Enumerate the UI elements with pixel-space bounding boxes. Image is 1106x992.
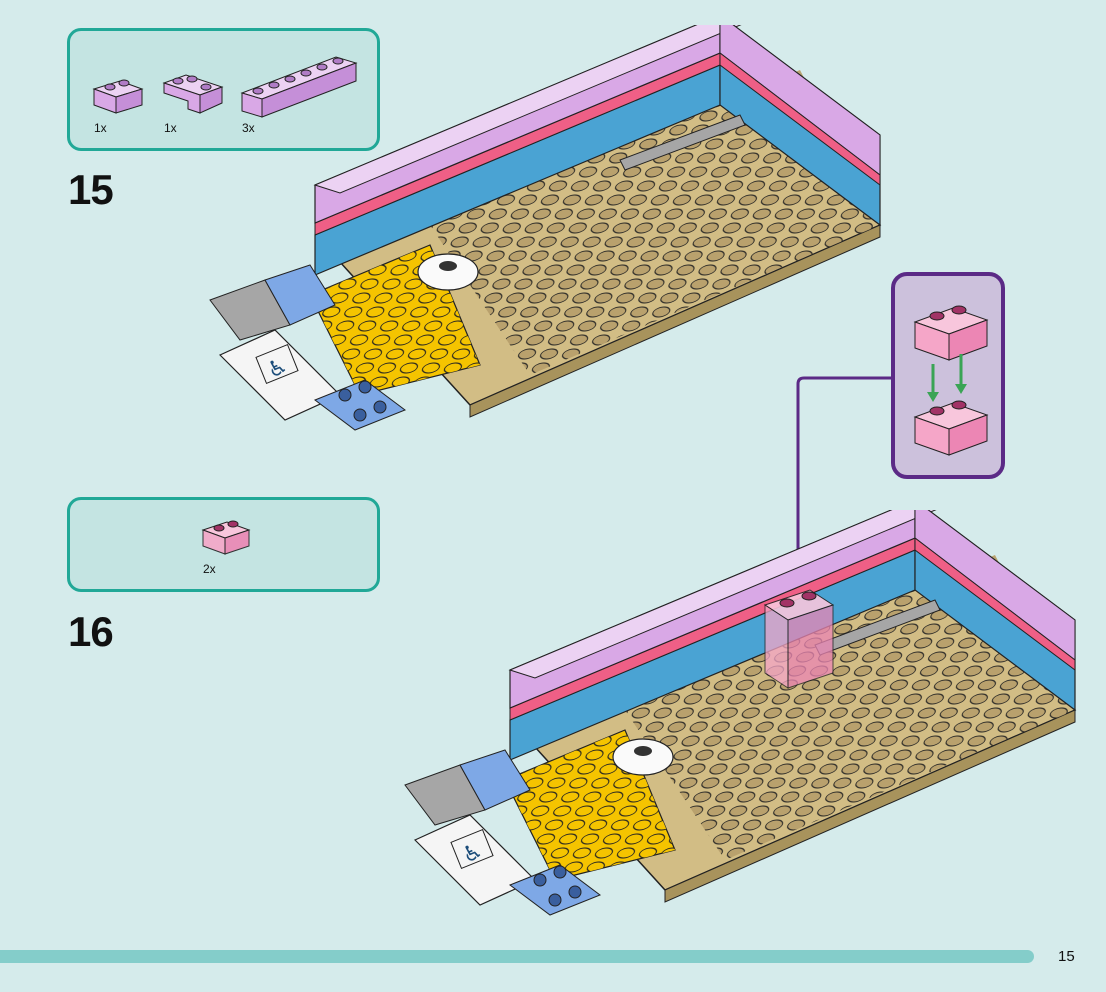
- parts-box-step-15: 1x 1x 3x: [67, 28, 380, 151]
- part-quantity: 1x: [94, 121, 107, 135]
- footer-bar: [0, 950, 1034, 963]
- page-number: 15: [1058, 948, 1075, 965]
- lavender-1x6-brick-icon: [240, 56, 358, 118]
- transparent-pink-1x2-brick-icon: [201, 520, 251, 555]
- lavender-corner-brick-icon: [162, 74, 224, 114]
- step-number: 16: [68, 608, 114, 655]
- build-illustration-step-16: ♿: [404, 510, 1077, 916]
- part-quantity: 1x: [164, 121, 177, 135]
- part-quantity: 2x: [203, 562, 216, 576]
- part-quantity: 3x: [242, 121, 255, 135]
- sub-assembly-callout: [891, 272, 1005, 479]
- step-number: 15: [68, 166, 114, 213]
- parts-box-step-16: 2x: [67, 497, 380, 592]
- stack-two-transparent-pink-bricks-icon: [913, 305, 989, 456]
- build-illustration-step-15: ♿: [209, 25, 882, 431]
- lavender-1x2-brick-icon: [92, 79, 144, 114]
